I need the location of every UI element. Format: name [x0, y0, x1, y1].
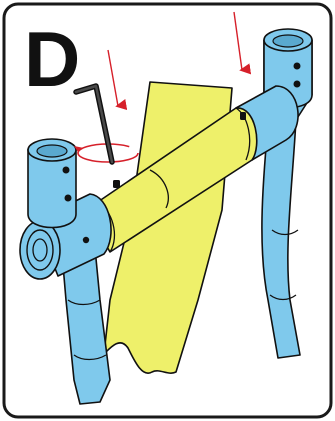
left-socket: [28, 139, 76, 228]
step-label: D: [24, 15, 80, 103]
